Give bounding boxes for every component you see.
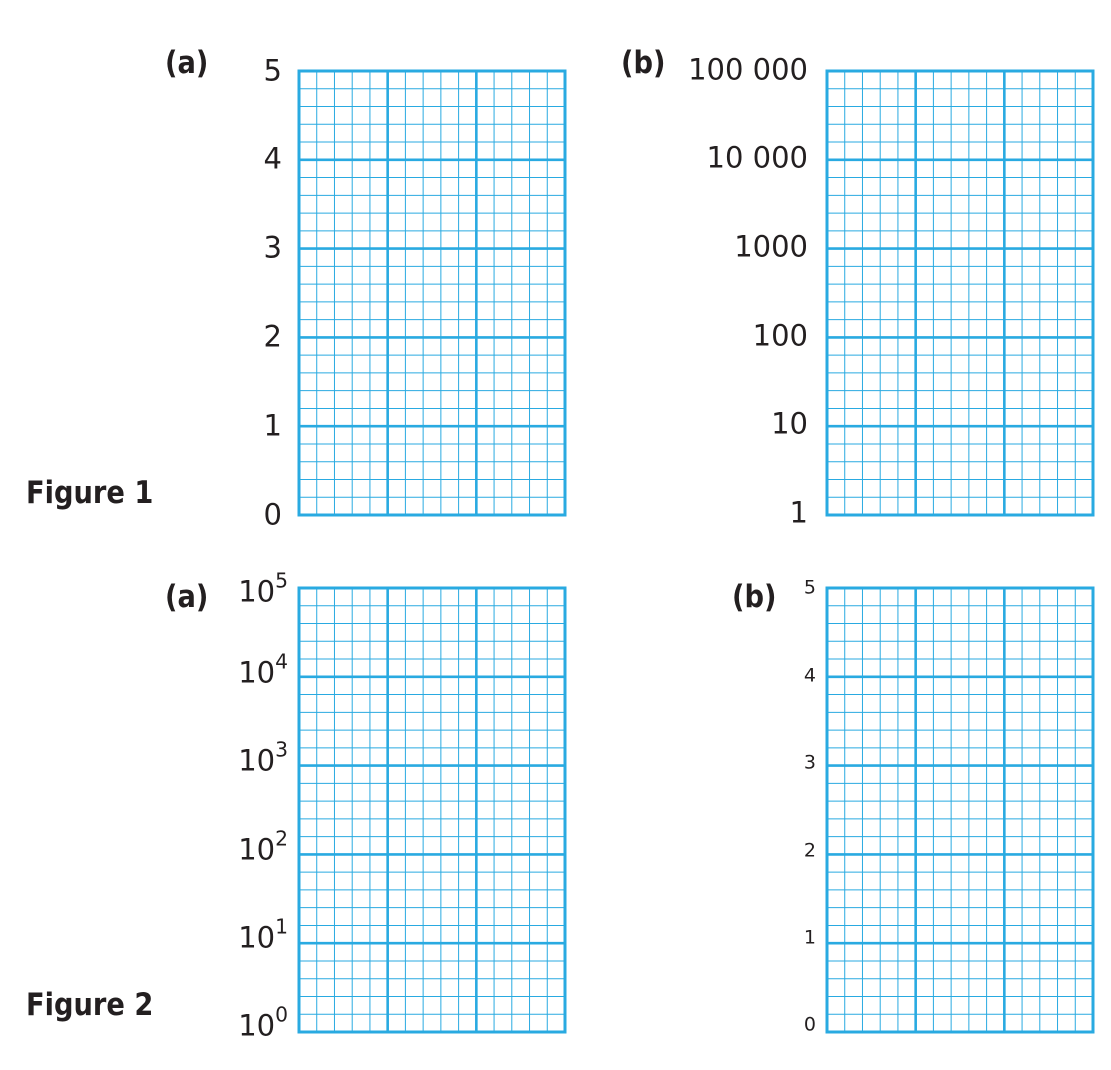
tick-label: 103 — [238, 739, 288, 778]
figure-2-panel-b-label: (b) — [732, 579, 777, 615]
figure-1-panel-b-grid — [825, 69, 1095, 517]
tick-label: 1000 — [734, 229, 808, 264]
tick-label: 10 000 — [706, 140, 808, 175]
tick-label: 4 — [263, 141, 282, 176]
tick-label: 5 — [263, 53, 282, 88]
tick-label: 102 — [238, 828, 288, 867]
tick-label: 5 — [803, 576, 816, 599]
tick-label: 4 — [803, 664, 816, 687]
tick-label: 0 — [803, 1013, 816, 1036]
figure-2-panel-b-grid — [825, 586, 1095, 1034]
tick-label: 2 — [263, 319, 282, 354]
tick-exponent: 1 — [275, 914, 288, 939]
figure-2-panel-a-label: (a) — [165, 579, 209, 615]
tick-label: 0 — [263, 497, 282, 532]
grid-border — [297, 586, 567, 1034]
tick-exponent: 4 — [275, 649, 288, 674]
figure-1-panel-a-grid — [297, 69, 567, 517]
tick-label: 1 — [263, 408, 282, 443]
tick-base: 10 — [238, 574, 276, 609]
tick-exponent: 5 — [275, 568, 288, 593]
tick-exponent: 3 — [275, 737, 288, 762]
tick-base: 10 — [238, 832, 276, 867]
tick-label: 10 — [771, 406, 808, 441]
tick-label: 2 — [803, 839, 816, 862]
tick-label: 1 — [789, 495, 808, 530]
figure-2-panel-a-grid — [297, 586, 567, 1034]
tick-base: 10 — [238, 743, 276, 778]
tick-exponent: 2 — [275, 826, 288, 851]
tick-exponent: 0 — [275, 1002, 288, 1027]
tick-label: 105 — [238, 570, 288, 609]
grid-border — [825, 586, 1095, 1034]
tick-label: 3 — [803, 751, 816, 774]
tick-label: 101 — [238, 916, 288, 955]
tick-label: 100 — [752, 318, 808, 353]
figure-1-panel-b-label: (b) — [621, 45, 666, 81]
tick-base: 10 — [238, 1008, 276, 1043]
tick-label: 3 — [263, 230, 282, 265]
figure-2-title: Figure 2 — [26, 987, 154, 1023]
tick-label: 1 — [803, 926, 816, 949]
grid-border — [825, 69, 1095, 517]
tick-label: 104 — [238, 651, 288, 690]
tick-base: 10 — [238, 655, 276, 690]
tick-label: 100 000 — [688, 52, 808, 87]
tick-label: 100 — [238, 1004, 288, 1043]
tick-base: 10 — [238, 920, 276, 955]
grid-border — [297, 69, 567, 517]
figure-1-title: Figure 1 — [26, 475, 154, 511]
figure-1-panel-a-label: (a) — [165, 45, 209, 81]
